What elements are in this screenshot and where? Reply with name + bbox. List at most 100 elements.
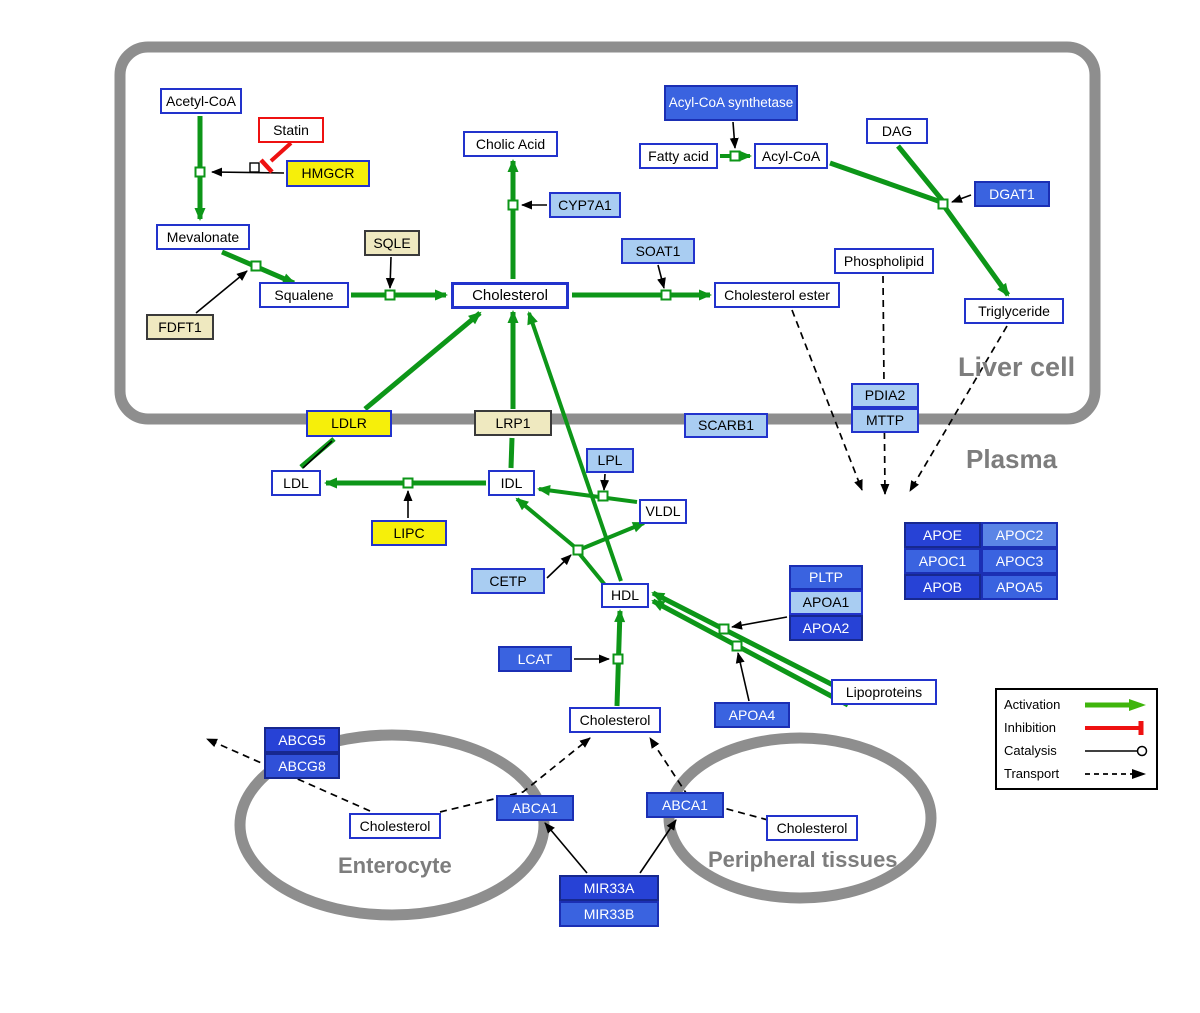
node-triglyceride[interactable]: Triglyceride	[964, 298, 1064, 324]
node-cholesterol-enterocyte[interactable]: Cholesterol	[349, 813, 441, 839]
node-fdft1[interactable]: FDFT1	[146, 314, 214, 340]
node-lipc[interactable]: LIPC	[371, 520, 447, 546]
reaction-nodes	[194, 150, 949, 665]
catalysis-junction-square	[249, 162, 260, 173]
node-lcat[interactable]: LCAT	[498, 646, 572, 672]
node-pdia2[interactable]: PDIA2	[851, 383, 919, 408]
catalysis-edges	[195, 121, 972, 874]
node-abcg8[interactable]: ABCG8	[264, 753, 340, 779]
inhibition-bar-icon	[1085, 720, 1144, 735]
reaction-node	[660, 289, 672, 301]
node-apoe[interactable]: APOE	[904, 522, 981, 548]
node-apoa5[interactable]: APOA5	[981, 574, 1058, 600]
edge-lpl-node	[600, 473, 610, 491]
node-ldl[interactable]: LDL	[271, 470, 321, 496]
node-apoc3[interactable]: APOC3	[981, 548, 1058, 574]
edge-fdft1-node	[195, 270, 248, 314]
node-mttp[interactable]: MTTP	[851, 408, 919, 433]
node-cetp[interactable]: CETP	[471, 568, 545, 594]
enterocyte-label: Enterocyte	[338, 853, 452, 878]
node-acyl-coa[interactable]: Acyl-CoA	[754, 143, 828, 169]
node-scarb1[interactable]: SCARB1	[684, 413, 768, 438]
legend: Activation Inhibition Catalysis Transpor…	[995, 688, 1158, 790]
enterocyte-membrane	[234, 729, 550, 921]
node-cholesterol-plasma[interactable]: Cholesterol	[569, 707, 661, 733]
node-abcg5[interactable]: ABCG5	[264, 727, 340, 753]
node-apoa4[interactable]: APOA4	[714, 702, 790, 728]
node-apoc2[interactable]: APOC2	[981, 522, 1058, 548]
node-cholic-acid[interactable]: Cholic Acid	[463, 131, 558, 157]
peripheral-tissues-membrane	[663, 732, 937, 904]
node-acyl-coa-synthetase[interactable]: Acyl-CoA synthetase	[664, 85, 798, 121]
node-mevalonate[interactable]: Mevalonate	[156, 224, 250, 250]
edge-cetp-node	[546, 554, 572, 579]
reaction-node	[384, 289, 396, 301]
edge-statin-inhibition	[269, 141, 293, 163]
statin-inhibition-bar	[259, 158, 274, 174]
node-idl[interactable]: IDL	[488, 470, 535, 496]
node-mir33a[interactable]: MIR33A	[559, 875, 659, 901]
node-cholesterol-peripheral[interactable]: Cholesterol	[766, 815, 858, 841]
edge-hdl-cholesterol	[527, 311, 623, 582]
edge-ldl-ldlr-thin	[302, 440, 333, 469]
node-abca1-peripheral[interactable]: ABCA1	[646, 792, 724, 818]
membranes	[114, 41, 1101, 921]
node-lrp1[interactable]: LRP1	[474, 410, 552, 436]
edge-mir33-abca1-right	[639, 819, 677, 874]
node-cholesterol-liver[interactable]: Cholesterol	[451, 282, 569, 309]
node-apoc1[interactable]: APOC1	[904, 548, 981, 574]
reaction-node	[612, 653, 624, 665]
edge-dag-dgatnode	[896, 144, 944, 202]
node-hdl[interactable]: HDL	[601, 583, 649, 608]
node-ldlr[interactable]: LDLR	[306, 410, 392, 437]
edge-apoa4-node	[735, 652, 750, 702]
node-squalene[interactable]: Squalene	[259, 282, 349, 308]
catalysis-circle-icon	[1085, 745, 1148, 756]
liver-cell-membrane	[114, 41, 1101, 425]
edge-idl-lrp1	[508, 437, 515, 469]
node-cholesterol-ester[interactable]: Cholesterol ester	[714, 282, 840, 308]
node-vldl[interactable]: VLDL	[639, 499, 687, 524]
edge-lipoproteins-hdl-lower	[651, 598, 850, 708]
node-statin[interactable]: Statin	[258, 117, 324, 143]
edge-acylcoasynthetase-node	[729, 121, 739, 149]
node-soat1[interactable]: SOAT1	[621, 238, 695, 264]
reaction-node	[729, 150, 741, 162]
peripheral-tissues-label: Peripheral tissues	[708, 847, 898, 872]
node-dgat1[interactable]: DGAT1	[974, 181, 1050, 207]
edge-cholesterolester-transport	[791, 309, 863, 491]
node-lipoproteins[interactable]: Lipoproteins	[831, 679, 937, 705]
legend-row-activation: Activation	[1004, 697, 1149, 713]
activation-arrow-icon	[1085, 698, 1146, 711]
edge-hdl-cetpnode	[576, 550, 607, 587]
liver-cell-label: Liver cell	[958, 352, 1076, 382]
node-apoa1[interactable]: APOA1	[789, 590, 863, 615]
node-cyp7a1[interactable]: CYP7A1	[549, 192, 621, 218]
edge-dgatnode-triglyceride	[941, 204, 1011, 297]
reaction-node	[731, 640, 743, 652]
node-apob[interactable]: APOB	[904, 574, 981, 600]
node-phospholipid[interactable]: Phospholipid	[834, 248, 934, 274]
reaction-node	[194, 166, 206, 178]
node-fatty-acid[interactable]: Fatty acid	[639, 143, 718, 169]
reaction-node	[507, 199, 519, 211]
node-hmgcr[interactable]: HMGCR	[286, 160, 370, 187]
legend-row-inhibition: Inhibition	[1004, 720, 1149, 736]
node-sqle[interactable]: SQLE	[364, 230, 420, 256]
reaction-node	[250, 260, 262, 272]
node-apoa2[interactable]: APOA2	[789, 615, 863, 641]
node-abca1-enterocyte[interactable]: ABCA1	[496, 795, 574, 821]
legend-row-catalysis: Catalysis	[1004, 743, 1149, 759]
node-mir33b[interactable]: MIR33B	[559, 901, 659, 927]
node-dag[interactable]: DAG	[866, 118, 928, 144]
node-acetyl-coa[interactable]: Acetyl-CoA	[160, 88, 242, 114]
inhibition-edges	[259, 141, 293, 174]
edge-mir33-abca1-left	[544, 822, 588, 874]
legend-inhibition-label: Inhibition	[1004, 720, 1057, 735]
plasma-label: Plasma	[966, 444, 1058, 474]
node-lpl[interactable]: LPL	[586, 448, 634, 473]
edge-cetpnode-vldl	[580, 521, 646, 551]
node-pltp[interactable]: PLTP	[789, 565, 863, 590]
